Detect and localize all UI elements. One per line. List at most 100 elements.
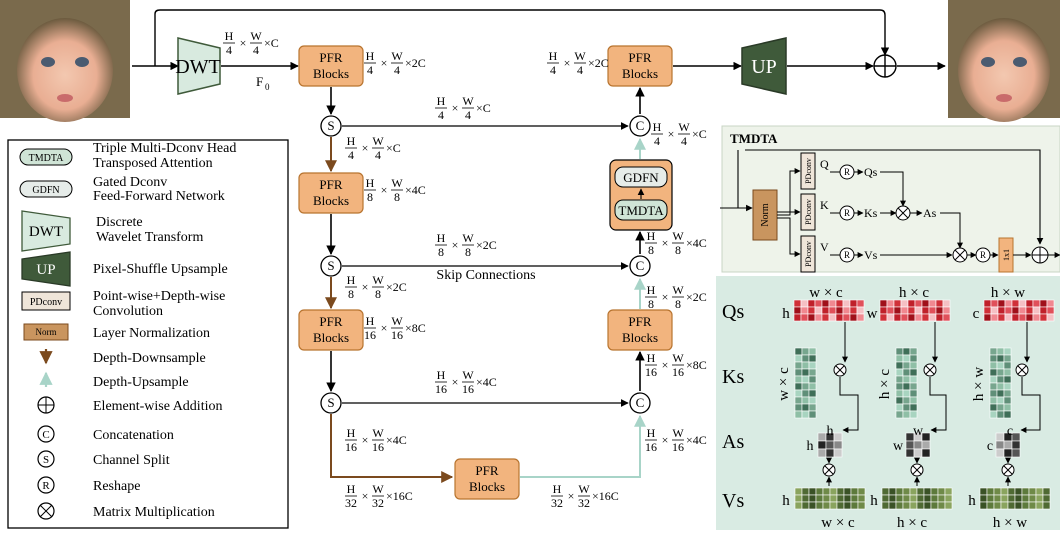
svg-text:Blocks: Blocks <box>313 193 349 208</box>
dim-skip2: H8×W8×2C <box>435 231 497 259</box>
svg-text:W: W <box>672 229 684 243</box>
svg-text:H: H <box>347 482 356 496</box>
svg-text:W: W <box>462 231 474 245</box>
svg-text:×: × <box>568 489 575 503</box>
svg-text:32: 32 <box>372 496 384 510</box>
svg-text:w × c: w × c <box>821 515 855 531</box>
svg-text:Concatenation: Concatenation <box>93 428 174 443</box>
svg-text:Vs: Vs <box>864 248 878 262</box>
svg-text:h × c: h × c <box>897 515 927 531</box>
svg-text:h: h <box>807 439 814 454</box>
svg-text:4: 4 <box>226 43 232 57</box>
svg-text:×C: ×C <box>264 36 279 50</box>
svg-text:8: 8 <box>675 297 681 311</box>
pfr-block-dec3: PFR Blocks <box>608 310 672 350</box>
svg-text:16: 16 <box>672 440 684 454</box>
dim-enc1-out: H4×W4×2C <box>364 49 426 77</box>
svg-text:×C: ×C <box>692 127 707 141</box>
svg-text:Element-wise Addition: Element-wise Addition <box>93 399 222 414</box>
svg-text:W: W <box>391 314 403 328</box>
svg-text:×8C: ×8C <box>686 358 707 372</box>
svg-text:×4C: ×4C <box>686 236 707 250</box>
svg-text:Pixel-Shuffle Upsample: Pixel-Shuffle Upsample <box>93 262 228 277</box>
svg-text:C: C <box>42 429 49 441</box>
dim-split2-down: H8×W8×2C <box>345 273 407 301</box>
concat-node-1: C <box>630 116 650 136</box>
svg-text:W: W <box>372 482 384 496</box>
svg-text:×: × <box>564 56 571 70</box>
svg-text:×4C: ×4C <box>686 433 707 447</box>
f0-sub: 0 <box>265 82 270 92</box>
svg-text:Ks: Ks <box>722 366 744 388</box>
svg-text:×4C: ×4C <box>476 375 497 389</box>
svg-text:×: × <box>362 433 369 447</box>
svg-text:c: c <box>1007 424 1013 439</box>
svg-text:Blocks: Blocks <box>313 330 349 345</box>
svg-text:16: 16 <box>364 328 376 342</box>
svg-text:×: × <box>668 127 675 141</box>
legend-add-symbol <box>38 397 54 413</box>
svg-text:×2C: ×2C <box>476 238 497 252</box>
svg-text:8: 8 <box>465 245 471 259</box>
svg-text:W: W <box>462 368 474 382</box>
svg-text:×2C: ×2C <box>588 56 609 70</box>
dim-dec1-in: H4×W4×2C <box>547 49 609 77</box>
svg-text:4: 4 <box>654 134 660 148</box>
dim-dwt-out: H4×W4×C <box>223 29 279 57</box>
svg-text:DWT: DWT <box>175 56 221 78</box>
dim-skip3: H16×W16×4C <box>435 368 497 396</box>
svg-text:W: W <box>578 482 590 496</box>
vs-matrix-2 <box>882 488 952 509</box>
svg-text:×: × <box>662 433 669 447</box>
svg-text:w: w <box>867 306 878 322</box>
matmul-node <box>1016 364 1028 376</box>
svg-text:C: C <box>636 258 645 273</box>
svg-text:h: h <box>827 424 834 439</box>
matmul-node <box>834 364 846 376</box>
svg-text:W: W <box>672 426 684 440</box>
svg-text:Reshape: Reshape <box>93 479 140 494</box>
concat-node-2: C <box>630 256 650 276</box>
concat-node-3: C <box>630 393 650 413</box>
svg-text:h × w: h × w <box>971 367 987 401</box>
svg-text:Discrete: Discrete <box>96 215 143 230</box>
svg-text:H: H <box>366 49 375 63</box>
svg-text:8: 8 <box>348 287 354 301</box>
svg-text:As: As <box>923 206 937 220</box>
svg-text:H: H <box>437 94 446 108</box>
svg-text:S: S <box>327 258 334 273</box>
svg-text:H: H <box>366 314 375 328</box>
svg-text:×8C: ×8C <box>405 321 426 335</box>
svg-text:R: R <box>42 480 50 492</box>
svg-text:S: S <box>327 118 334 133</box>
svg-text:1x1: 1x1 <box>1002 249 1011 261</box>
svg-text:W: W <box>462 94 474 108</box>
pfr-block-enc2: PFR Blocks <box>299 173 363 213</box>
dim-bottleneck-in: H32×W32×16C <box>345 482 413 510</box>
svg-text:4: 4 <box>438 108 444 122</box>
qs-matrix-3 <box>984 300 1054 321</box>
svg-text:w × c: w × c <box>809 285 843 301</box>
svg-text:R: R <box>980 250 986 260</box>
svg-text:×: × <box>381 56 388 70</box>
svg-text:Vs: Vs <box>722 490 744 512</box>
svg-text:×16C: ×16C <box>592 489 619 503</box>
svg-text:W: W <box>672 351 684 365</box>
svg-text:×2C: ×2C <box>405 56 426 70</box>
svg-text:32: 32 <box>345 496 357 510</box>
svg-text:PFR: PFR <box>475 463 498 478</box>
svg-text:h × c: h × c <box>877 369 893 399</box>
svg-text:K: K <box>820 198 829 212</box>
svg-text:Convolution: Convolution <box>93 304 163 319</box>
svg-text:H: H <box>647 283 656 297</box>
svg-text:PFR: PFR <box>319 177 342 192</box>
dim-split1-down: H4×W4×C <box>345 134 401 162</box>
svg-text:H: H <box>653 120 662 134</box>
svg-text:16: 16 <box>372 440 384 454</box>
dim-concat2-in: H8×W8×4C <box>645 229 707 257</box>
svg-text:×2C: ×2C <box>686 290 707 304</box>
svg-text:As: As <box>722 431 744 453</box>
pfr-block-dec2-expanded: GDFN TMDTA <box>610 160 672 230</box>
svg-text:S: S <box>43 454 49 466</box>
